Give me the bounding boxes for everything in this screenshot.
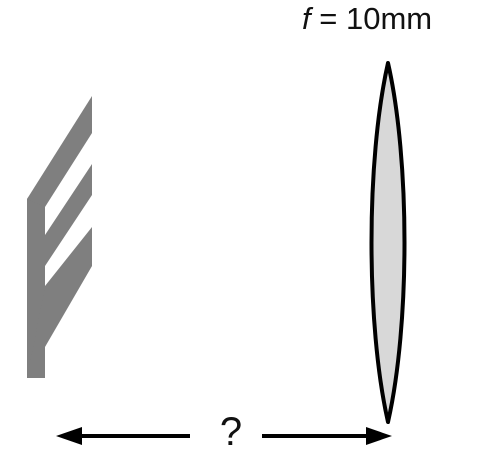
object-e-bottom-arm	[27, 227, 92, 378]
object-e-middle-arm	[45, 164, 92, 266]
focal-value: = 10mm	[319, 1, 433, 36]
distance-arrow	[56, 427, 392, 445]
distance-arrowhead-left	[56, 427, 82, 445]
focal-length-label: f = 10mm	[302, 3, 432, 34]
object-e-top-arm	[27, 96, 92, 207]
converging-lens	[369, 61, 407, 424]
object-e-shape	[27, 96, 92, 378]
unknown-distance-label: ?	[219, 410, 243, 454]
focal-symbol: f	[302, 1, 311, 36]
distance-arrowhead-right	[366, 427, 392, 445]
